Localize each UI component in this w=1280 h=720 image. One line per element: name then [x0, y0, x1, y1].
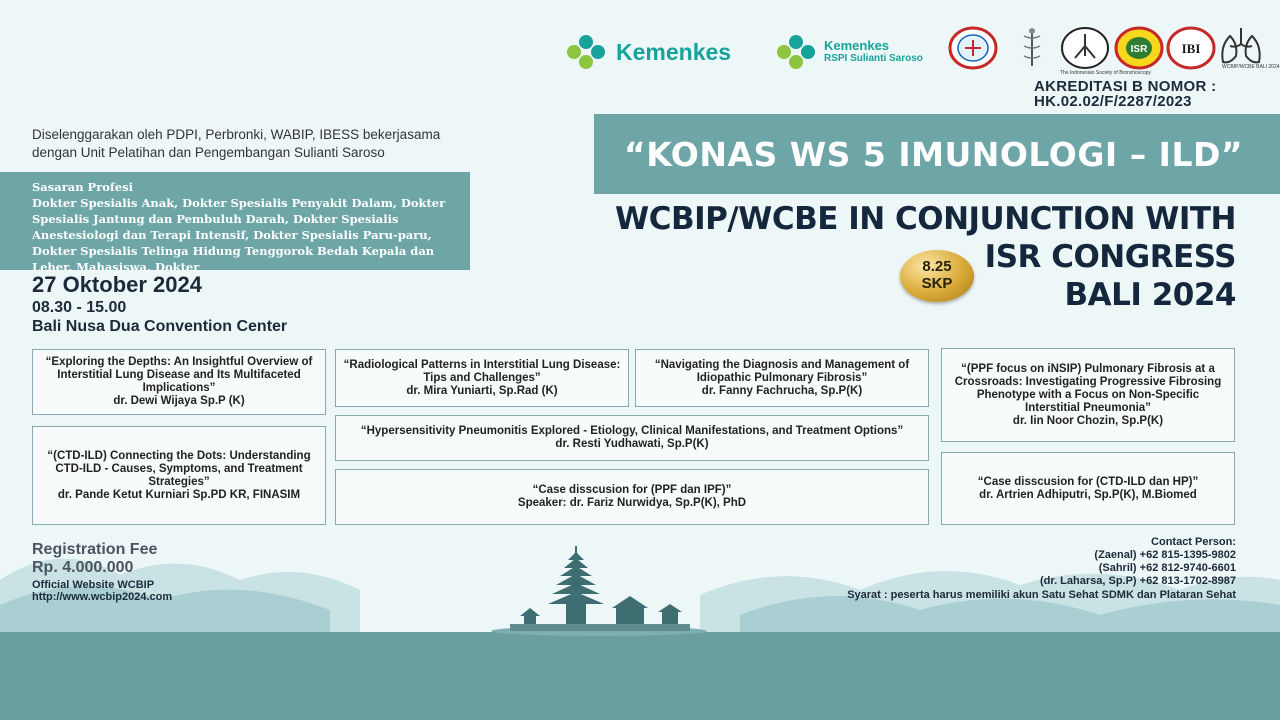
session-speaker: dr. Pande Ketut Kurniari Sp.PD KR, FINAS…	[57, 488, 301, 501]
caduceus-logo-icon	[1023, 28, 1041, 66]
session-speaker: dr. Dewi Wijaya Sp.P (K)	[113, 395, 245, 407]
website-link[interactable]: http://www.wcbip2024.com	[32, 591, 173, 603]
session-title: “Navigating the Diagnosis and Management…	[654, 358, 910, 384]
registration-label: Registration Fee	[32, 541, 158, 558]
skp-badge: 8.25 SKP	[900, 250, 974, 302]
session-title: “Hypersensitivity Pneumonitis Explored -…	[360, 425, 904, 437]
session-speaker: dr. Artrien Adhiputri, Sp.P(K), M.Biomed	[979, 488, 1197, 501]
session-speaker: dr. Resti Yudhawati, Sp.P(K)	[555, 438, 709, 450]
isr-seal-text: ISR	[1131, 44, 1148, 55]
session-title: “Case disscusion for (PPF dan IPF)”	[532, 484, 732, 496]
isr-seal-icon: ISR	[1114, 26, 1164, 70]
session-card: “Exploring the Depths: An Insightful Ove…	[32, 349, 326, 415]
session-speaker: Speaker: dr. Fariz Nurwidya, Sp.P(K), Ph…	[517, 497, 747, 509]
target-profession-title: Sasaran Profesi	[32, 180, 134, 194]
accreditation-line2: HK.02.02/F/2287/2023	[1034, 93, 1192, 110]
headline-line2: ISR CONGRESS	[984, 239, 1237, 275]
pdpi-caption: The Indonesian Society of Bronchoscopy	[1060, 70, 1151, 76]
kemenkes-logo-text: Kemenkes	[616, 38, 732, 65]
kemenkes-flower-icon	[567, 35, 605, 69]
session-card: “Radiological Patterns in Interstitial L…	[335, 349, 629, 407]
session-card: “Navigating the Diagnosis and Management…	[635, 349, 929, 407]
organizer-text: Diselenggarakan oleh PDPI, Perbronki, WA…	[32, 126, 440, 162]
skp-label: SKP	[921, 275, 953, 292]
contact-person: (Zaenal) +62 815-1395-9802	[1094, 549, 1236, 561]
ibi-seal-icon: IBI	[1166, 26, 1216, 70]
accreditation-line1: AKREDITASI B NOMOR :	[1034, 78, 1217, 95]
session-title: “(PPF focus on iNSIP) Pulmonary Fibrosis…	[954, 362, 1222, 414]
rspi-flower-icon	[777, 35, 815, 69]
contact-person: (Sahril) +62 812-9740-6601	[1098, 562, 1236, 574]
event-date-block: 27 Oktober 2024 08.30 - 15.00 Bali Nusa …	[32, 272, 287, 337]
event-time: 08.30 - 15.00	[32, 299, 127, 316]
event-venue: Bali Nusa Dua Convention Center	[32, 318, 288, 335]
target-profession-text: Dokter Spesialis Anak, Dokter Spesialis …	[32, 196, 446, 274]
accreditation: AKREDITASI B NOMOR : HK.02.02/F/2287/202…	[1034, 79, 1216, 109]
rspi-logo: Kemenkes RSPI Sulianti Saroso	[774, 34, 923, 70]
session-speaker: dr. Mira Yuniarti, Sp.Rad (K)	[406, 384, 558, 397]
bali-temple-illustration	[491, 546, 707, 636]
registration-fee: Rp. 4.000.000	[32, 559, 134, 576]
event-title: “KONAS WS 5 IMUNOLOGI – ILD”	[624, 135, 1244, 174]
pdpi-seal-icon	[948, 26, 998, 70]
session-title: “Radiological Patterns in Interstitial L…	[343, 358, 621, 384]
organizer-line1: Diselenggarakan oleh PDPI, Perbronki, WA…	[32, 127, 441, 142]
perbronki-seal-icon	[1061, 27, 1109, 69]
contact-person: (dr. Laharsa, Sp.P) +62 813-1702-8987	[1040, 575, 1236, 587]
registration-block: Registration Fee Rp. 4.000.000 Official …	[32, 541, 172, 603]
lungs-logo-icon	[1221, 28, 1261, 64]
headline-line1: WCBIP/WCBE IN CONJUNCTION WITH	[615, 201, 1237, 237]
session-speaker: dr. Iin Noor Chozin, Sp.P(K)	[1012, 414, 1164, 427]
bottom-band	[0, 632, 1280, 720]
headline-line3: BALI 2024	[1064, 277, 1237, 313]
rspi-logo-line2: RSPI Sulianti Saroso	[824, 53, 923, 64]
contact-block: Contact Person: (Zaenal) +62 815-1395-98…	[1040, 536, 1236, 588]
requirements-text: Syarat : peserta harus memiliki akun Sat…	[847, 589, 1236, 601]
organizer-line2: dengan Unit Pelatihan dan Pengembangan S…	[32, 145, 385, 160]
session-speaker: dr. Fanny Fachrucha, Sp.P(K)	[701, 384, 863, 397]
session-card: “Case disscusion for (CTD-ILD dan HP)” d…	[941, 452, 1235, 525]
session-title: “(CTD-ILD) Connecting the Dots: Understa…	[47, 449, 311, 488]
session-card: “(CTD-ILD) Connecting the Dots: Understa…	[32, 426, 326, 525]
target-profession-panel: Sasaran Profesi Dokter Spesialis Anak, D…	[0, 172, 470, 274]
session-title: “Case disscusion for (CTD-ILD dan HP)”	[977, 475, 1199, 488]
contact-title: Contact Person:	[1151, 536, 1236, 548]
website-label: Official Website WCBIP	[32, 579, 155, 591]
mountains-illustration	[0, 558, 1280, 640]
session-card: “Case disscusion for (PPF dan IPF)” Spea…	[335, 469, 929, 525]
event-title-band: “KONAS WS 5 IMUNOLOGI – ILD”	[594, 114, 1280, 194]
congress-headline: WCBIP/WCBE IN CONJUNCTION WITH ISR CONGR…	[615, 200, 1237, 314]
ibi-seal-text: IBI	[1182, 41, 1201, 56]
kemenkes-logo: Kemenkes	[564, 34, 731, 70]
lungs-logo-caption: WCBIP/WCBE BALI 2024	[1222, 64, 1280, 70]
event-date: 27 Oktober 2024	[32, 272, 202, 297]
rspi-logo-line1: Kemenkes	[824, 38, 890, 53]
skp-value: 8.25	[922, 258, 952, 275]
session-card: “(PPF focus on iNSIP) Pulmonary Fibrosis…	[941, 348, 1235, 442]
session-card: “Hypersensitivity Pneumonitis Explored -…	[335, 415, 929, 461]
session-title: “Exploring the Depths: An Insightful Ove…	[45, 356, 313, 394]
